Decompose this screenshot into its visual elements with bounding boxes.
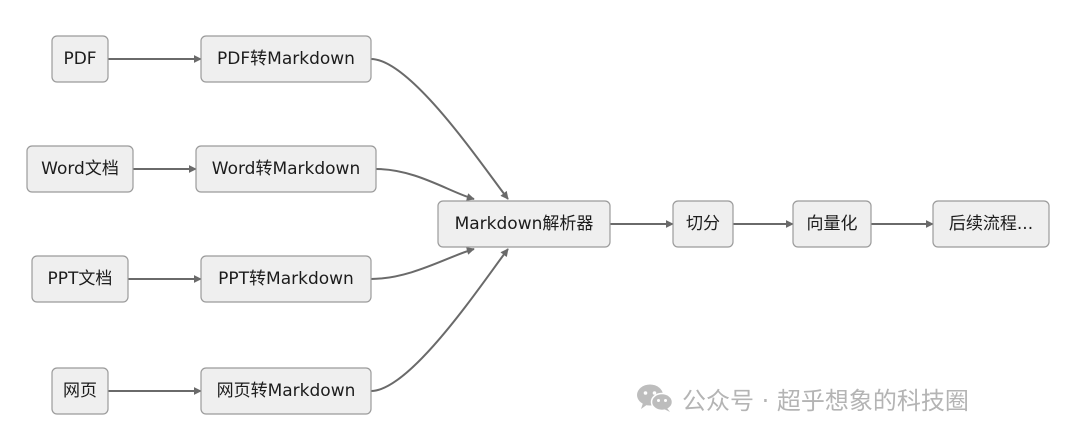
watermark-text: 公众号 · 超乎想象的科技圈 <box>682 386 969 415</box>
node-label: PPT转Markdown <box>218 269 354 289</box>
edge-pdf2md-to-parser <box>370 58 509 200</box>
node-box <box>200 367 372 415</box>
node-word: Word文档 <box>26 145 134 193</box>
node-box <box>792 200 872 248</box>
node-split: 切分 <box>672 200 734 248</box>
node-label: Word转Markdown <box>212 159 360 179</box>
node-parser: Markdown解析器 <box>437 200 611 248</box>
node-label: PPT文档 <box>48 269 113 289</box>
node-label: Markdown解析器 <box>455 214 594 234</box>
node-next: 后续流程... <box>932 200 1050 248</box>
node-box <box>200 35 372 83</box>
node-box <box>26 145 134 193</box>
node-web2md: 网页转Markdown <box>200 367 372 415</box>
node-label: 切分 <box>686 214 720 234</box>
edges-layer <box>108 55 934 395</box>
edge-ppt2md-to-parser <box>370 247 475 280</box>
node-box <box>51 35 109 83</box>
node-box <box>51 367 109 415</box>
node-label: 网页转Markdown <box>217 381 356 401</box>
node-ppt2md: PPT转Markdown <box>200 255 372 303</box>
node-web: 网页 <box>51 367 109 415</box>
node-label: 向量化 <box>807 214 858 234</box>
node-label: Word文档 <box>41 159 119 179</box>
node-box <box>437 200 611 248</box>
node-label: PDF转Markdown <box>217 49 355 69</box>
node-word2md: Word转Markdown <box>195 145 377 193</box>
node-box <box>195 145 377 193</box>
node-box <box>31 255 129 303</box>
node-label: PDF <box>63 49 96 69</box>
node-ppt: PPT文档 <box>31 255 129 303</box>
node-box <box>672 200 734 248</box>
edge-web2md-to-parser <box>370 248 509 392</box>
node-label: 网页 <box>63 381 97 401</box>
node-label: 后续流程... <box>949 214 1033 234</box>
wechat-icon <box>637 384 674 412</box>
node-pdf: PDF <box>51 35 109 83</box>
edge-word2md-to-parser <box>375 168 475 201</box>
node-vectorize: 向量化 <box>792 200 872 248</box>
node-pdf2md: PDF转Markdown <box>200 35 372 83</box>
node-box <box>932 200 1050 248</box>
watermark: 公众号 · 超乎想象的科技圈 <box>636 378 969 418</box>
node-box <box>200 255 372 303</box>
